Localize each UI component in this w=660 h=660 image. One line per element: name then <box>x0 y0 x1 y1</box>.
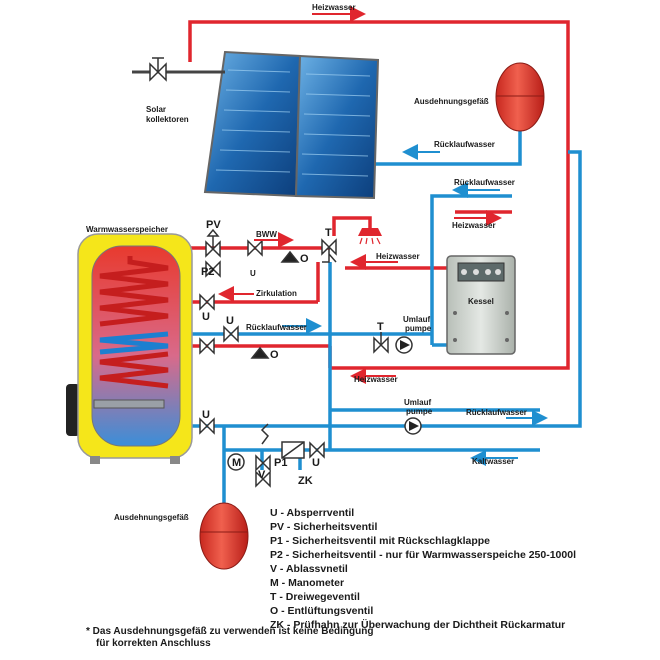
shower-head-icon <box>358 228 382 245</box>
solar-panel-2 <box>294 54 380 200</box>
label-zk: ZK <box>298 475 313 487</box>
diagram-labels: Heizwasser Solar kollektoren Ausdehnungs… <box>86 3 527 522</box>
kessel-boiler <box>446 255 516 355</box>
legend-item: P1 - Sicherheitsventil mit Rückschlagkla… <box>270 535 490 547</box>
p1-valve-icon <box>255 454 271 472</box>
legend-item: T - Dreiwegeventil <box>270 591 360 603</box>
label-t-mid: T <box>377 321 384 333</box>
legend: U - Absperrventil PV - Sicherheitsventil… <box>270 507 576 631</box>
vent-o-2-icon <box>250 346 270 359</box>
label-solar-1: Solar <box>146 105 166 114</box>
label-m: M <box>232 457 241 469</box>
legend-item: O - Entlüftungsventil <box>270 605 373 617</box>
label-umlauf-2b: pumpe <box>406 407 433 416</box>
label-ausdehnung-bottom: Ausdehnungsgefäß <box>114 513 189 522</box>
label-kaltwasser: Kaltwasser <box>472 457 514 466</box>
legend-item: P2 - Sicherheitsventil - nur für Warmwas… <box>270 549 576 561</box>
flow-arrows <box>218 6 548 466</box>
label-t-top: T <box>325 227 332 239</box>
label-ruecklauf-4: Rücklaufwasser <box>466 408 527 417</box>
vent-o-1-icon <box>280 250 300 263</box>
t-valve-top-icon <box>321 238 337 263</box>
v-drain-valve-icon <box>255 470 271 488</box>
pumps <box>395 336 422 435</box>
pipe-ruecklauf-collector <box>370 150 522 175</box>
label-bww: BWW <box>256 230 277 239</box>
label-pv: PV <box>206 219 221 231</box>
pipe-ruecklauf-2 <box>430 194 512 345</box>
expansion-vessel-bottom <box>199 502 249 570</box>
label-ruecklauf-1: Rücklaufwasser <box>434 140 495 149</box>
label-p1: P1 <box>274 457 287 469</box>
label-u-3: U <box>226 315 234 327</box>
pipe-heizwasser-top <box>188 20 570 370</box>
label-u-5: U <box>312 457 320 469</box>
label-kessel: Kessel <box>468 297 494 306</box>
solar-collectors <box>132 50 380 200</box>
u-valve-3b-icon <box>199 337 215 355</box>
legend-item: PV - Sicherheitsventil <box>270 521 377 533</box>
label-u-4: U <box>202 409 210 421</box>
label-v: V <box>258 469 266 481</box>
label-umlauf-1b: pumpe <box>405 324 432 333</box>
solar-panel-1 <box>203 50 302 198</box>
manometer-icon <box>227 453 245 471</box>
legend-item: ZK - Prüfhahn zur Überwachung der Dichth… <box>270 618 565 631</box>
u-valve-4-icon <box>199 417 215 435</box>
label-o-1: O <box>300 253 309 265</box>
u-valve-3-icon <box>223 325 239 343</box>
label-ruecklauf-3: Rücklaufwasser <box>246 323 307 332</box>
valves <box>199 228 389 488</box>
u-valve-5-icon <box>309 441 325 459</box>
u-valve-1-icon <box>247 239 263 257</box>
label-solar-2: kollektoren <box>146 115 189 124</box>
legend-item: U - Absperrventil <box>270 507 354 519</box>
p2-valve-icon <box>205 260 221 278</box>
legend-item: M - Manometer <box>270 577 344 589</box>
label-heizwasser-4: Heizwasser <box>354 375 398 384</box>
label-heizwasser-3: Heizwasser <box>376 252 420 261</box>
expansion-vessel-top <box>495 62 545 150</box>
footnote: * Das Ausdehnungsgefäß zu verwenden ist … <box>86 626 373 649</box>
warmwasserspeicher-tank <box>66 233 193 464</box>
label-ruecklauf-2: Rücklaufwasser <box>454 178 515 187</box>
label-u-2: U <box>202 311 210 323</box>
label-ausdehnung-top: Ausdehnungsgefäß <box>414 97 489 106</box>
tank-coil-low <box>99 351 169 389</box>
pipe-ruecklauf-bottom <box>185 150 582 428</box>
label-warmwasserspeicher: Warmwasserspeicher <box>86 225 168 234</box>
label-zirkulation: Zirkulation <box>256 289 297 298</box>
legend-item: V - Ablassvnetil <box>270 563 348 575</box>
label-umlauf-1a: Umlauf <box>403 315 430 324</box>
footnote-line-2: für korrekten Anschluss <box>96 638 211 649</box>
label-umlauf-2a: Umlauf <box>404 398 431 407</box>
label-heizwasser-2: Heizwasser <box>452 221 496 230</box>
label-heizwasser-top: Heizwasser <box>312 3 356 12</box>
footnote-line-1: * Das Ausdehnungsgefäß zu verwenden ist … <box>86 626 373 637</box>
p1-spring-icon <box>260 423 269 445</box>
label-p2: P2 <box>201 266 214 278</box>
u-valve-2-icon <box>199 293 215 311</box>
t-valve-mid-icon <box>373 332 389 354</box>
tank-coil-mid <box>99 331 169 355</box>
label-o-2: O <box>270 349 279 361</box>
pv-safety-valve-icon <box>205 228 221 258</box>
tank-coil-top <box>99 256 169 327</box>
pipe-shower <box>332 216 372 236</box>
label-u-1: U <box>250 269 256 278</box>
